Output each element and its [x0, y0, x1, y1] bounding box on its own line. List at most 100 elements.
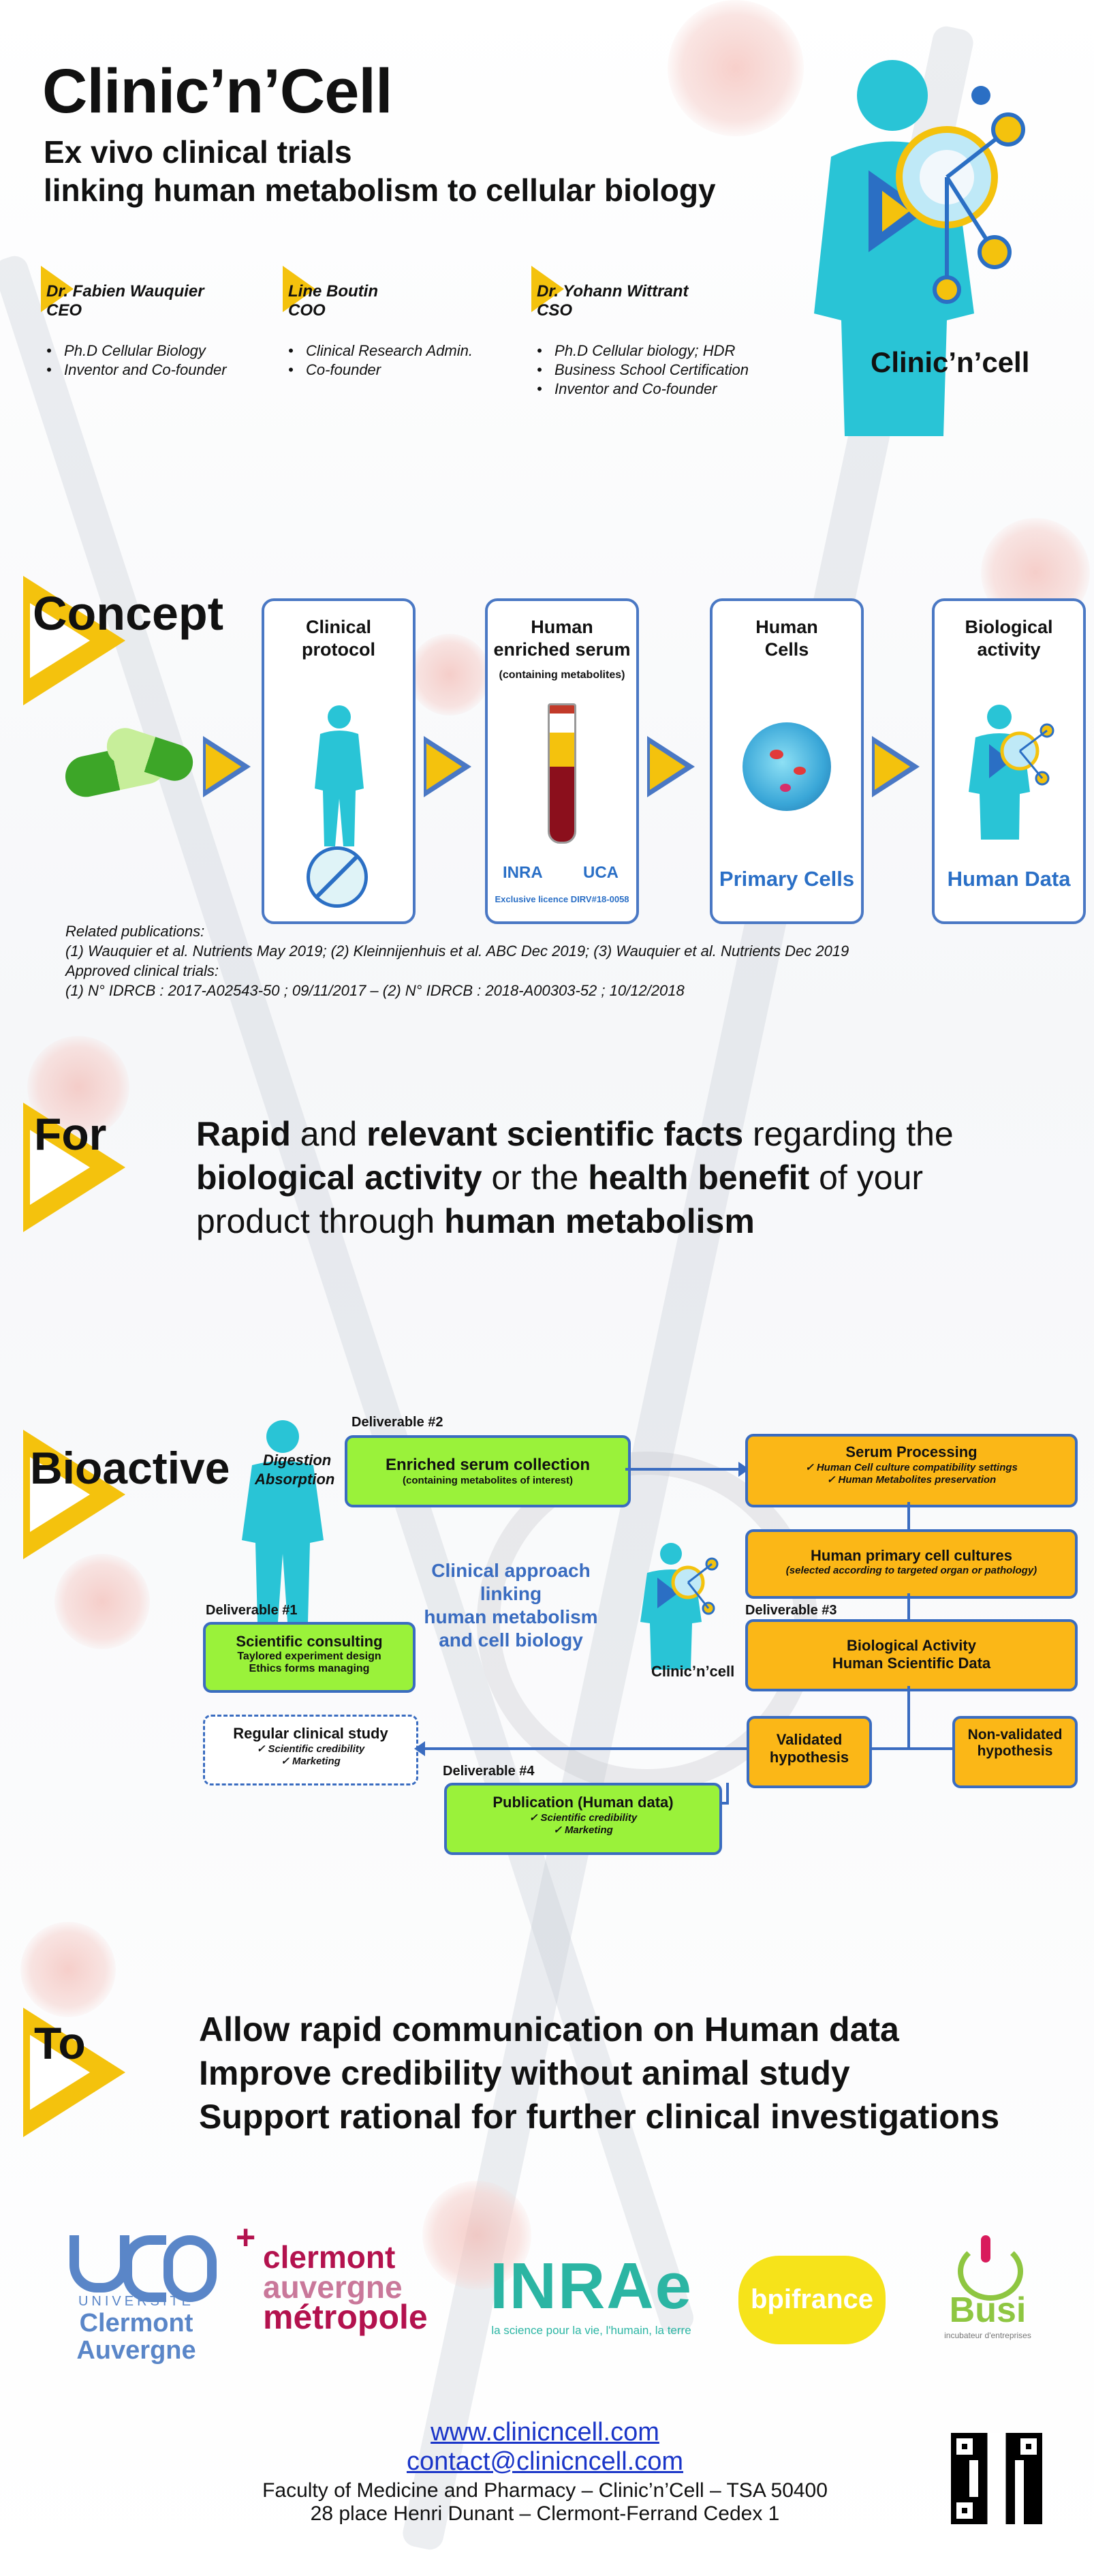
flow-connector — [907, 1502, 910, 1529]
publication-box: Publication (Human data) ✓ Scientific cr… — [444, 1783, 722, 1855]
section-arrow-inner — [30, 1130, 90, 1205]
small-logo-text: Clinic’n’cell — [651, 1663, 735, 1680]
regular-clinical-study-box: Regular clinical study ✓ Scientific cred… — [203, 1715, 418, 1785]
concept-box-human-cells: Human Cells Primary Cells — [710, 598, 864, 924]
team-member-role: CEO — [46, 301, 82, 320]
qr-code[interactable] — [951, 2433, 1042, 2524]
team-member-role: COO — [288, 301, 326, 320]
publications-list: (1) Wauquier et al. Nutrients May 2019; … — [65, 942, 849, 960]
human-body-icon — [969, 705, 1054, 840]
box-title-line: activity — [977, 639, 1041, 660]
section-arrow-inner — [30, 1457, 90, 1532]
section-arrow-inner — [30, 603, 90, 678]
team-bullet: • Inventor and Co-founder — [537, 380, 717, 397]
plus-sign: + — [236, 2218, 256, 2256]
box-title: Enriched serum collection — [385, 1456, 591, 1474]
to-line: Improve credibility without animal study — [199, 2054, 850, 2092]
capsule-icon — [61, 723, 198, 804]
team-member-name: Dr. Fabien Wauquier — [46, 282, 204, 301]
flow-connector — [726, 1783, 729, 1803]
box-title: Scientific consulting — [236, 1633, 383, 1650]
box-title: Human primary cell cultures — [811, 1547, 1012, 1564]
inrae-logo: INRAe la science pour la vie, l'humain, … — [489, 2250, 693, 2337]
licence-text: Exclusive licence DIRV#18-0058 — [495, 894, 629, 904]
uca-logo: UNIVERSITÉ Clermont Auvergne — [61, 2228, 217, 2365]
box-subtitle: (selected according to targeted organ or… — [785, 1565, 1037, 1576]
flow-connector — [625, 1468, 743, 1471]
non-validated-hypothesis-box: Non-validated hypothesis — [952, 1716, 1078, 1788]
team-member-role: CSO — [537, 301, 573, 320]
box-title-line: Human — [755, 617, 818, 637]
box-bullet: ✓ Marketing — [281, 1755, 341, 1767]
box-subtitle: (containing metabolites of interest) — [402, 1475, 574, 1486]
section-heading-to: To — [34, 2018, 86, 2068]
box-bullet: ✓ Scientific credibility — [256, 1743, 365, 1755]
address-line: 28 place Henri Dunant – Clermont-Ferrand… — [310, 2502, 780, 2525]
box-title: Publication (Human data) — [493, 1794, 674, 1811]
scientific-consulting-box: Scientific consulting Taylored experimen… — [203, 1622, 416, 1693]
page-subtitle-line2: linking human metabolism to cellular bio… — [44, 172, 716, 208]
human-body-icon — [814, 60, 1025, 436]
concept-box-enriched-serum: Human enriched serum (containing metabol… — [485, 598, 639, 924]
background-cell-blob — [409, 634, 490, 716]
flow-connector — [907, 1593, 910, 1619]
deliverable-label: Deliverable #4 — [443, 1764, 535, 1779]
section-arrow-inner — [30, 2035, 90, 2110]
flow-connector — [424, 1747, 747, 1750]
trials-list: (1) N° IDRCB : 2017-A02543-50 ; 09/11/20… — [65, 982, 685, 999]
deliverable-label: Deliverable #2 — [351, 1415, 443, 1430]
section-heading-for: For — [34, 1109, 107, 1159]
publications-label: Related publications: — [65, 923, 205, 940]
center-text: Clinical approach linking human metaboli… — [424, 1560, 598, 1651]
clinicncell-logo: Clinic’n’cell — [790, 55, 1076, 436]
background-cell-blob — [20, 1922, 116, 2017]
team-bullet: • Clinical Research Admin. — [288, 342, 473, 359]
box-title-line: Clinical — [305, 617, 372, 637]
enriched-serum-box: Enriched serum collection (containing me… — [345, 1435, 631, 1507]
team-bullet: • Ph.D Cellular biology; HDR — [537, 342, 736, 359]
clinicncell-small-logo — [640, 1543, 719, 1670]
box-title: Non-validated hypothesis — [967, 1727, 1063, 1759]
arrow-icon — [531, 266, 564, 312]
bpifrance-logo: bpifrance — [738, 2256, 886, 2344]
box-title: Validated hypothesis — [769, 1731, 849, 1766]
to-line: Allow rapid communication on Human data — [199, 2010, 899, 2049]
digestion-label: Digestion — [263, 1452, 332, 1469]
box-bullet: ✓ Human Cell culture compatibility setti… — [805, 1462, 1018, 1473]
flow-arrow-inner — [650, 743, 685, 790]
box-title: Regular clinical study — [233, 1725, 388, 1742]
inra-logo: INRA — [503, 863, 543, 882]
to-statement: Allow rapid communication on Human data … — [199, 2008, 999, 2138]
busi-symbol-icon — [933, 2235, 1042, 2301]
flow-arrow-inner — [206, 743, 241, 790]
publications: Related publications: (1) Wauquier et al… — [65, 921, 849, 1000]
box-title-line: Human — [531, 617, 593, 637]
box-title-line: protocol — [302, 639, 375, 660]
uca-text: Auvergne — [76, 2336, 196, 2365]
box-bullet: ✓ Marketing — [553, 1824, 613, 1836]
section-heading-concept: Concept — [33, 587, 223, 640]
primary-cell-cultures-box: Human primary cell cultures (selected ac… — [745, 1529, 1078, 1599]
arrow-icon — [41, 266, 74, 312]
absorption-label: Absorption — [255, 1471, 335, 1488]
flow-connector — [907, 1686, 910, 1749]
team-bullet: • Ph.D Cellular Biology — [46, 342, 206, 359]
box-title-line: Biological — [965, 617, 1053, 637]
background-cell-blob — [54, 1554, 150, 1649]
box-title-line: Cells — [764, 639, 809, 660]
clermont-metropole-logo: clermont auvergne métropole — [263, 2239, 428, 2336]
arrow-icon — [283, 266, 315, 312]
flow-arrow-inner — [426, 743, 462, 790]
uca-text: Clermont — [79, 2309, 193, 2337]
box-bullet: ✓ Scientific credibility — [529, 1812, 638, 1824]
team-bullet: • Inventor and Co-founder — [46, 361, 227, 378]
box-line: Taylored experiment design — [237, 1651, 381, 1662]
test-tube-icon — [548, 703, 576, 844]
box-bullet: ✓ Human Metabolites preservation — [826, 1474, 997, 1486]
email-link[interactable]: contact@clinicncell.com — [406, 2447, 684, 2476]
concept-box-biological-activity: Biological activity Human Data — [932, 598, 1086, 924]
uca-logo: UCA — [583, 863, 619, 882]
page-subtitle-line1: Ex vivo clinical trials — [44, 134, 352, 170]
no-animal-icon — [307, 846, 368, 908]
website-link[interactable]: www.clinicncell.com — [431, 2418, 659, 2447]
